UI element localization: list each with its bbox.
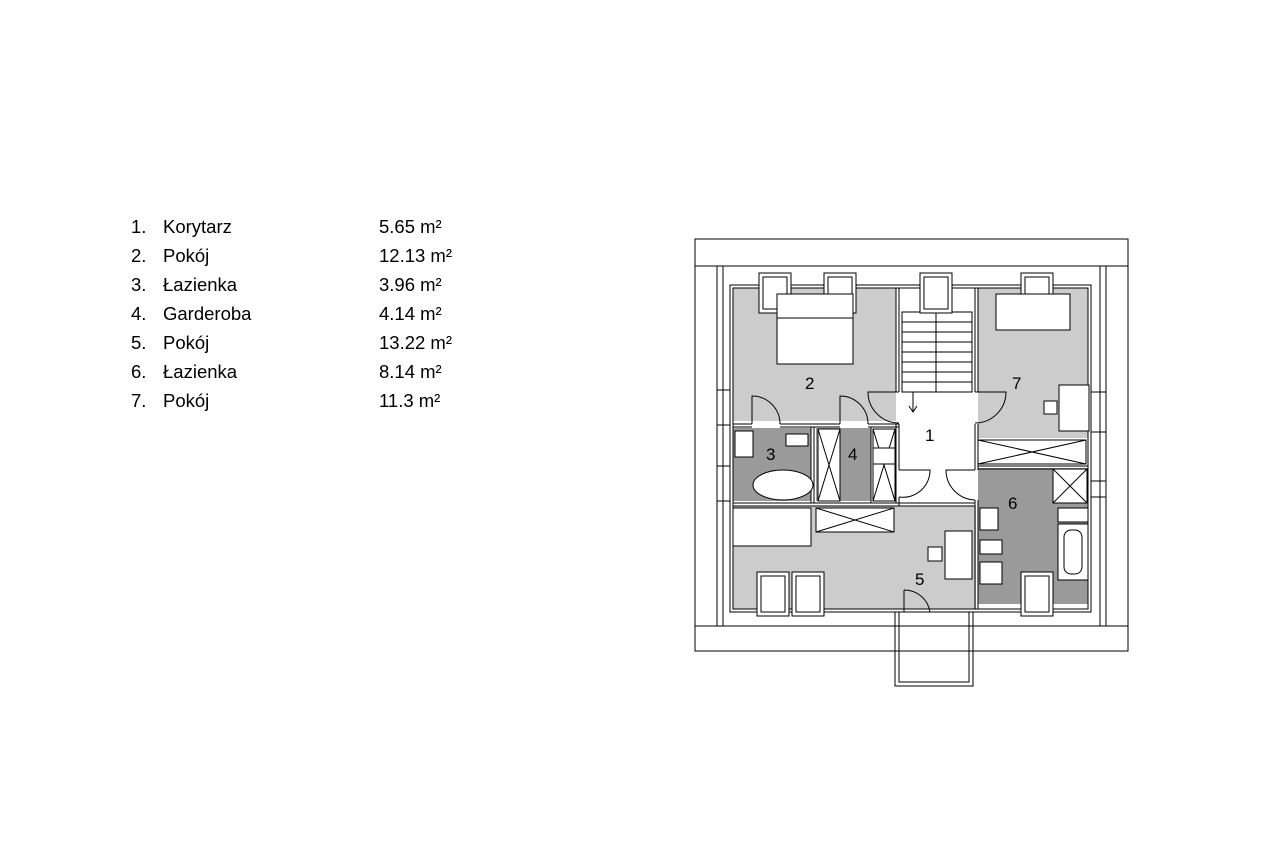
legend-number: 5.: [131, 332, 147, 353]
sofa-room-5: [732, 507, 812, 547]
legend-room-name: Pokój: [163, 245, 210, 266]
balcony: [894, 611, 974, 687]
room-label-4: 4: [848, 445, 857, 464]
room-label-2: 2: [805, 374, 814, 393]
legend-room-name: Łazienka: [163, 361, 238, 382]
bed-room-2: [776, 293, 854, 365]
legend-row-1: 1. Korytarz 5.65 m²: [131, 212, 491, 241]
floor-plan: 1 2 3 4 5 6 7: [694, 238, 1129, 687]
room-label-6: 6: [1008, 494, 1017, 513]
legend-room-area: 11.3 m²: [379, 390, 441, 411]
legend-room-name: Korytarz: [163, 216, 232, 237]
bathtub-room-3: [752, 469, 814, 501]
legend-room-area: 12.13 m²: [379, 245, 453, 266]
staircase: [901, 311, 973, 413]
room-labels: 1 2 3 4 5 6 7: [766, 374, 1021, 589]
doors: [751, 391, 1007, 613]
legend-room-name: Pokój: [163, 332, 210, 353]
legend-row-2: 2. Pokój 12.13 m²: [131, 241, 491, 270]
legend-number: 4.: [131, 303, 147, 324]
legend-room-area: 3.96 m²: [379, 274, 442, 295]
legend-row-5: 5. Pokój 13.22 m²: [131, 328, 491, 357]
desk-room-7: [1058, 384, 1090, 432]
legend-row-4: 4. Garderoba 4.14 m²: [131, 299, 491, 328]
furniture: [732, 293, 1090, 585]
legend-room-area: 8.14 m²: [379, 361, 442, 382]
room-label-5: 5: [915, 570, 924, 589]
legend-number: 6.: [131, 361, 147, 382]
legend-row-7: 7. Pokój 11.3 m²: [131, 386, 491, 415]
room-label-1: 1: [925, 426, 934, 445]
legend-row-6: 6. Łazienka 8.14 m²: [131, 357, 491, 386]
legend-number: 7.: [131, 390, 147, 411]
legend-row-3: 3. Łazienka 3.96 m²: [131, 270, 491, 299]
legend-room-name: Pokój: [163, 390, 210, 411]
legend-room-area: 13.22 m²: [379, 332, 453, 353]
roof-outline: [694, 238, 1129, 652]
bed-room-7: [995, 293, 1071, 331]
room-label-7: 7: [1012, 374, 1021, 393]
room-label-3: 3: [766, 445, 775, 464]
legend-room-area: 4.14 m²: [379, 303, 442, 324]
legend-room-area: 5.65 m²: [379, 216, 442, 237]
legend-number: 1.: [131, 216, 147, 237]
legend-number: 3.: [131, 274, 147, 295]
legend-number: 2.: [131, 245, 147, 266]
legend-room-name: Łazienka: [163, 274, 238, 295]
legend-room-name: Garderoba: [163, 303, 252, 324]
desk-room-5: [944, 530, 973, 580]
room-legend: 1. Korytarz 5.65 m² 2. Pokój 12.13 m² 3.…: [131, 212, 491, 415]
